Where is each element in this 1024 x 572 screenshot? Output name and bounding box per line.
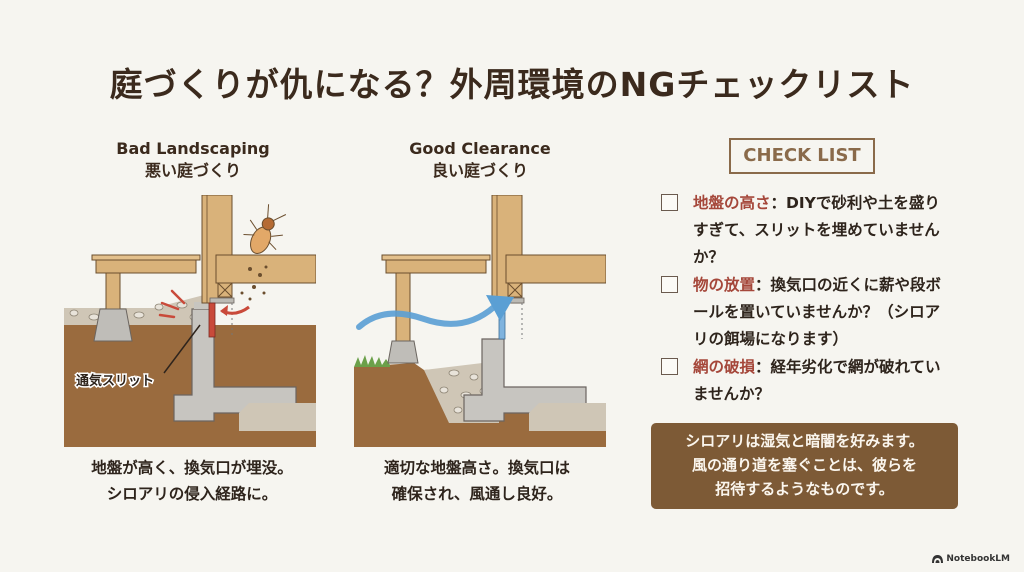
bad-landscaping-illustration: 通気スリット: [64, 195, 316, 447]
bad-heading-en: Bad Landscaping: [116, 139, 270, 158]
checkbox[interactable]: [661, 358, 678, 375]
checklist-title: CHECK LIST: [729, 138, 875, 174]
checklist-item-key: 地盤の高さ: [693, 194, 771, 212]
note-line-3: 招待するようなものです。: [715, 480, 894, 498]
checklist-item-desc: ：換気口の近くに薪や段ボールを置いていませんか？（シロアリの餌場になります）: [693, 276, 942, 348]
vent-slit-label: 通気スリット: [76, 373, 154, 389]
note-line-2: 風の通り道を塞ぐことは、彼らを: [691, 456, 917, 474]
checklist-item-desc: ：DIYで砂利や土を盛りすぎて、スリットを埋めていませんか？: [693, 194, 940, 266]
good-panel-heading: Good Clearance 良い庭づくり: [350, 138, 610, 182]
checklist-item-key: 網の破損: [693, 358, 756, 376]
bad-heading-jp: 悪い庭づくり: [144, 161, 241, 180]
good-clearance-illustration: [354, 195, 606, 447]
bad-caption-line-1: 地盤が高く、換気口が埋没。: [91, 459, 293, 477]
checklist-item-key: 物の放置: [693, 276, 756, 294]
good-caption-line-1: 適切な地盤高さ。換気口は: [383, 459, 570, 477]
notebooklm-logo-icon: [932, 555, 944, 563]
good-heading-en: Good Clearance: [409, 139, 551, 158]
checkbox[interactable]: [661, 194, 678, 211]
checklist-item-text: 網の破損：経年劣化で網が破れていませんか？: [693, 354, 953, 408]
brand-name: NotebookLM: [946, 554, 1010, 564]
bad-panel-heading: Bad Landscaping 悪い庭づくり: [68, 138, 318, 182]
checklist-item-text: 地盤の高さ：DIYで砂利や土を盛りすぎて、スリットを埋めていませんか？: [693, 190, 953, 271]
notebooklm-watermark: NotebookLM: [932, 554, 1010, 564]
page-title: 庭づくりが仇になる？外周環境のNGチェックリスト: [109, 65, 915, 104]
checklist-item-text: 物の放置：換気口の近くに薪や段ボールを置いていませんか？（シロアリの餌場になりま…: [693, 272, 953, 353]
good-panel-caption: 適切な地盤高さ。換気口は 確保され、風通し良好。: [352, 455, 602, 507]
bad-panel-caption: 地盤が高く、換気口が埋没。 シロアリの侵入経路に。: [62, 455, 322, 507]
good-heading-jp: 良い庭づくり: [431, 161, 528, 180]
good-caption-line-2: 確保され、風通し良好。: [391, 485, 563, 503]
checkbox[interactable]: [661, 276, 678, 293]
checklist-item-desc: ：経年劣化で網が破れていませんか？: [693, 358, 941, 403]
termite-note-box: シロアリは湿気と暗闇を好みます。 風の通り道を塞ぐことは、彼らを 招待するような…: [651, 423, 958, 509]
bad-caption-line-2: シロアリの侵入経路に。: [106, 485, 278, 503]
note-line-1: シロアリは湿気と暗闇を好みます。: [685, 432, 924, 450]
